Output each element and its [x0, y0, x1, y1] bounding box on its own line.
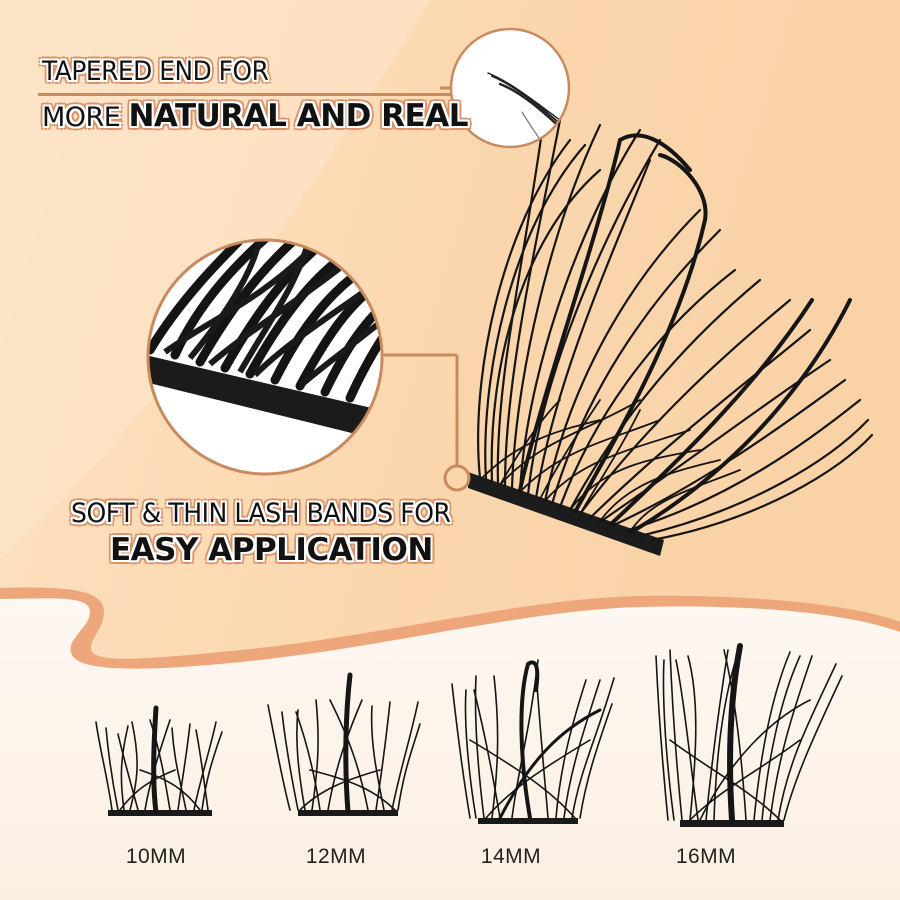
tip-zoom-callout	[449, 27, 571, 149]
headline-top-line2: MORE NATURAL AND REAL	[42, 101, 468, 132]
lash-14mm	[451, 659, 615, 824]
size-label-12mm: 12MM	[305, 845, 367, 868]
headline-top-line1: TAPERED END FOR	[42, 56, 269, 87]
callout-pointer	[443, 464, 471, 492]
headline-bottom-line1: SOFT & THIN LASH BANDS FOR	[71, 498, 451, 529]
lash-10mm	[95, 705, 223, 816]
headline-bottom-line2: EASY APPLICATION	[110, 532, 433, 568]
wave-divider	[0, 587, 900, 669]
lash-16mm	[655, 643, 843, 827]
headline-top-prefix: MORE	[42, 102, 129, 133]
headline-top-emphasis: NATURAL AND REAL	[128, 98, 468, 134]
size-label-16mm: 16MM	[675, 845, 737, 868]
band-zoom-callout	[146, 238, 471, 492]
lash-12mm	[267, 672, 421, 816]
main-lash-cluster	[468, 108, 874, 556]
headline-divider	[38, 93, 452, 96]
size-label-10mm: 10MM	[125, 845, 187, 868]
size-label-14mm: 14MM	[480, 845, 542, 868]
bottom-panel	[0, 596, 900, 900]
